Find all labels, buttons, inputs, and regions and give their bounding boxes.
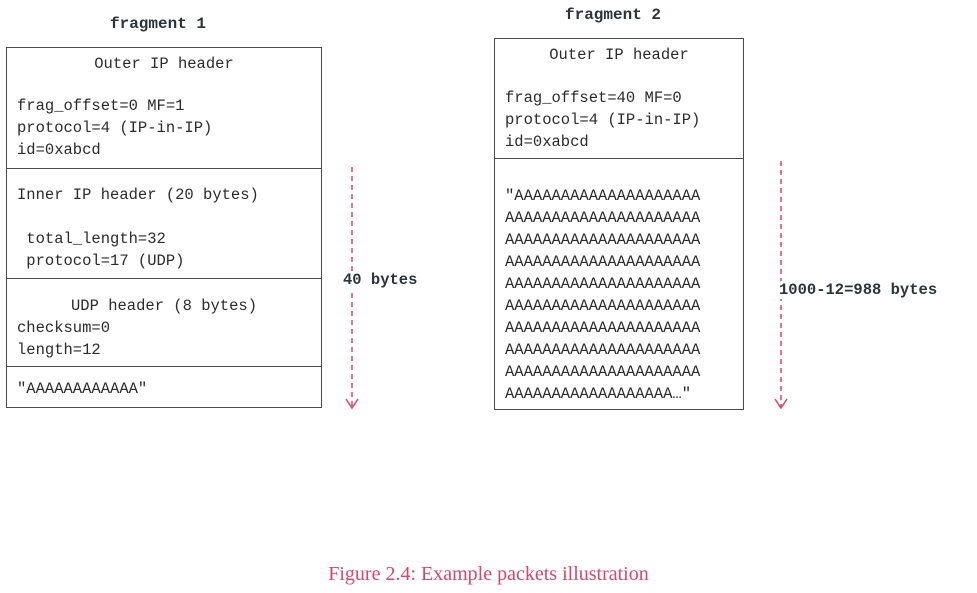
payload-line: AAAAAAAAAAAAAAAAAAAAA bbox=[505, 253, 701, 271]
frag-offset-field: frag_offset=40 MF=0 bbox=[505, 89, 682, 107]
fragment-1-packet: Outer IP header frag_offset=0 MF=1 proto… bbox=[6, 47, 322, 408]
fragment-2-size-label: 1000-12=988 bytes bbox=[779, 281, 938, 299]
payload-line: AAAAAAAAAAAAAAAAAAAAA bbox=[505, 363, 701, 381]
payload-line: AAAAAAAAAAAAAAAAAA…" bbox=[505, 385, 692, 403]
total-length-field: total_length=32 bbox=[17, 230, 166, 248]
length-field: length=12 bbox=[17, 341, 101, 359]
fragment-1-title: fragment 1 bbox=[110, 15, 207, 33]
udp-header-heading: UDP header (8 bytes) bbox=[70, 297, 258, 315]
id-field: id=0xabcd bbox=[505, 133, 589, 151]
frag-offset-field: frag_offset=0 MF=1 bbox=[17, 97, 185, 115]
fragment-2-payload: "AAAAAAAAAAAAAAAAAAAA AAAAAAAAAAAAAAAAAA… bbox=[495, 158, 743, 409]
fragment-2-size-arrow bbox=[774, 161, 788, 410]
payload-line: AAAAAAAAAAAAAAAAAAAAA bbox=[505, 341, 701, 359]
fragment-2-outer-ip-header: Outer IP header frag_offset=40 MF=0 prot… bbox=[495, 39, 743, 158]
fragment-1-size-label: 40 bytes bbox=[343, 271, 418, 289]
fragment-1-inner-ip-header: Inner IP header (20 bytes) total_length=… bbox=[7, 168, 321, 278]
payload-line: AAAAAAAAAAAAAAAAAAAAA bbox=[505, 297, 701, 315]
fragment-2-title: fragment 2 bbox=[565, 6, 662, 24]
figure-caption: Figure 2.4: Example packets illustration bbox=[328, 563, 649, 585]
fragment-1-udp-header: UDP header (8 bytes) checksum=0 length=1… bbox=[7, 278, 321, 366]
checksum-field: checksum=0 bbox=[17, 319, 111, 337]
fragment-1-outer-ip-header: Outer IP header frag_offset=0 MF=1 proto… bbox=[7, 48, 321, 168]
payload-line: "AAAAAAAAAAAAAAAAAAAA bbox=[505, 187, 701, 205]
outer-ip-header-heading: Outer IP header bbox=[549, 46, 689, 64]
payload-line: AAAAAAAAAAAAAAAAAAAAA bbox=[505, 275, 701, 293]
inner-protocol-field: protocol=17 (UDP) bbox=[17, 252, 185, 270]
fragment-1-payload: "AAAAAAAAAAAA" bbox=[7, 366, 321, 407]
fragment-2-packet: Outer IP header frag_offset=40 MF=0 prot… bbox=[494, 38, 744, 410]
payload-line: AAAAAAAAAAAAAAAAAAAAA bbox=[505, 209, 701, 227]
payload-line: AAAAAAAAAAAAAAAAAAAAA bbox=[505, 319, 701, 337]
protocol-field: protocol=4 (IP-in-IP) bbox=[505, 111, 701, 129]
outer-ip-header-heading: Outer IP header bbox=[94, 55, 234, 73]
id-field: id=0xabcd bbox=[17, 141, 101, 159]
inner-ip-header-heading: Inner IP header (20 bytes) bbox=[17, 186, 259, 204]
payload-line: AAAAAAAAAAAAAAAAAAAAA bbox=[505, 231, 701, 249]
payload-text: "AAAAAAAAAAAA" bbox=[17, 380, 148, 398]
protocol-field: protocol=4 (IP-in-IP) bbox=[17, 119, 213, 137]
